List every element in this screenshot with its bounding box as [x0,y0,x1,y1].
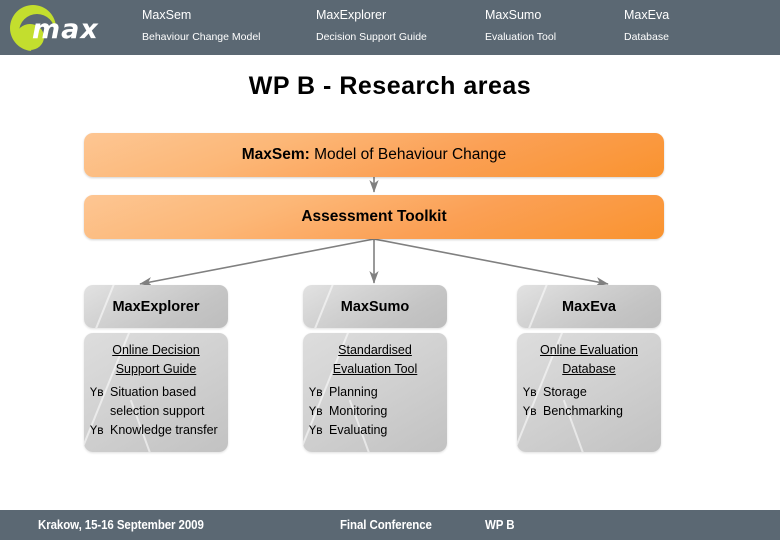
footer-workpackage: WP B [485,518,515,532]
gloss-streak [311,285,338,328]
maxsem-model-box[interactable]: MaxSem: Model of Behaviour Change [84,133,664,177]
maxsem-model-label: MaxSem: Model of Behaviour Change [242,146,507,164]
list-item: Υʙ Evaluating [303,421,447,440]
list-item-text: Evaluating [329,423,388,437]
list-item-text: Knowledge transfer [110,423,218,437]
column-header-label-maxsumo: MaxSumo [340,298,410,315]
list-item: Υʙ Planning [303,383,447,402]
bullet-glyph-icon: Υʙ [523,385,537,399]
footer-bar: Krakow, 15-16 September 2009 Final Confe… [0,510,780,540]
column-subtitle-maxeva: Online Evaluation Database [540,343,638,376]
column-header-maxeva[interactable]: MaxEva [517,285,661,328]
list-item-text: Storage [543,385,587,399]
column-header-label-maxeva: MaxEva [561,298,616,315]
nav-item-maxexplorer[interactable]: MaxExplorer Decision Support Guide [316,8,427,44]
nav-subtitle-maxexplorer: Decision Support Guide [316,31,427,43]
list-item-text: Benchmarking [543,404,623,418]
bullet-glyph-icon: Υʙ [309,385,323,399]
column-body-maxexplorer: Online Decision Support Guide Υʙ Situatio… [84,333,228,452]
nav-subtitle-maxsem: Behaviour Change Model [142,31,261,43]
nav-item-maxeva[interactable]: MaxEva Database [624,8,669,44]
nav-item-maxsem[interactable]: MaxSem Behaviour Change Model [142,8,261,44]
maxsem-model-label-rest: Model of Behaviour Change [309,146,507,163]
logo-swoosh-accent-icon [16,24,44,50]
logo-wordmark: max [32,14,99,45]
list-item: Υʙ Storage [517,383,661,402]
list-item-text: Planning [329,385,378,399]
nav-subtitle-maxsumo: Evaluation Tool [485,31,557,43]
bullet-glyph-icon: Υʙ [309,423,323,437]
maxsem-model-label-bold: MaxSem: [241,146,310,163]
footer-date: Krakow, 15-16 September 2009 [38,518,204,532]
list-item-text: Situation based selection support [110,385,205,418]
footer-event: Final Conference [340,518,432,532]
column-header-maxsumo[interactable]: MaxSumo [303,285,447,328]
gloss-streak [525,285,552,328]
list-item-text: Monitoring [329,404,388,418]
column-header-label-maxexplorer: MaxExplorer [112,298,200,315]
list-item: Υʙ Situation based selection support [84,383,228,421]
nav-subtitle-maxeva: Database [624,31,669,43]
assessment-toolkit-label: Assessment Toolkit [301,208,447,225]
list-item: Υʙ Benchmarking [517,402,661,421]
max-logo: max [6,2,134,54]
bullet-glyph-icon: Υʙ [523,404,537,418]
nav-title-maxeva: MaxEva [624,8,670,22]
nav-title-maxexplorer: MaxExplorer [316,8,387,22]
nav-title-maxsumo: MaxSumo [485,8,542,22]
nav-item-maxsumo[interactable]: MaxSumo Evaluation Tool [485,8,556,44]
column-subtitle-maxexplorer: Online Decision Support Guide [112,343,200,376]
top-header-bar: max MaxSem Behaviour Change Model MaxExp… [0,0,780,55]
bullet-glyph-icon: Υʙ [90,385,104,399]
column-header-maxexplorer[interactable]: MaxExplorer [84,285,228,328]
page-title: WP B - Research areas [248,72,532,100]
nav-title-maxsem: MaxSem [142,8,192,22]
bullet-glyph-icon: Υʙ [90,423,104,437]
assessment-toolkit-box[interactable]: Assessment Toolkit [84,195,664,239]
list-item: Υʙ Knowledge transfer [84,421,228,440]
list-item: Υʙ Monitoring [303,402,447,421]
bullet-glyph-icon: Υʙ [309,404,323,418]
column-subtitle-maxsumo: Standardised Evaluation Tool [332,343,418,376]
